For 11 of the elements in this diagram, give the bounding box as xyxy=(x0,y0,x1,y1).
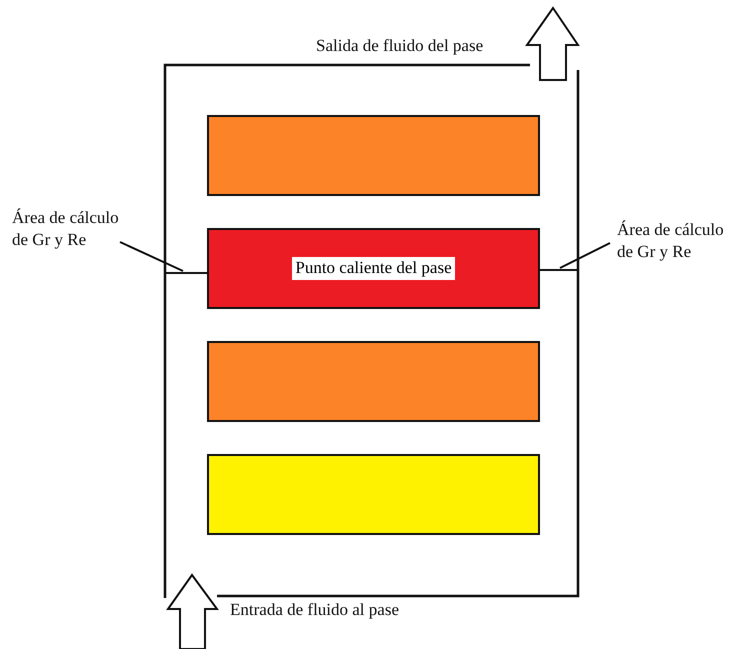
heater-box xyxy=(207,454,540,535)
flow-label: Entrada de fluido al pase xyxy=(230,600,399,620)
box-label: Punto caliente del pase xyxy=(292,257,455,280)
heater-box xyxy=(207,115,540,196)
callout-text: Área de cálculo de Gr y Re xyxy=(617,219,743,264)
leader-line xyxy=(120,241,184,272)
flow-label: Salida de fluido del pase xyxy=(316,36,484,56)
callout-text: Área de cálculo de Gr y Re xyxy=(12,207,138,252)
hot-spot-box xyxy=(207,228,540,309)
leader-line xyxy=(560,242,610,269)
heater-box xyxy=(207,341,540,422)
